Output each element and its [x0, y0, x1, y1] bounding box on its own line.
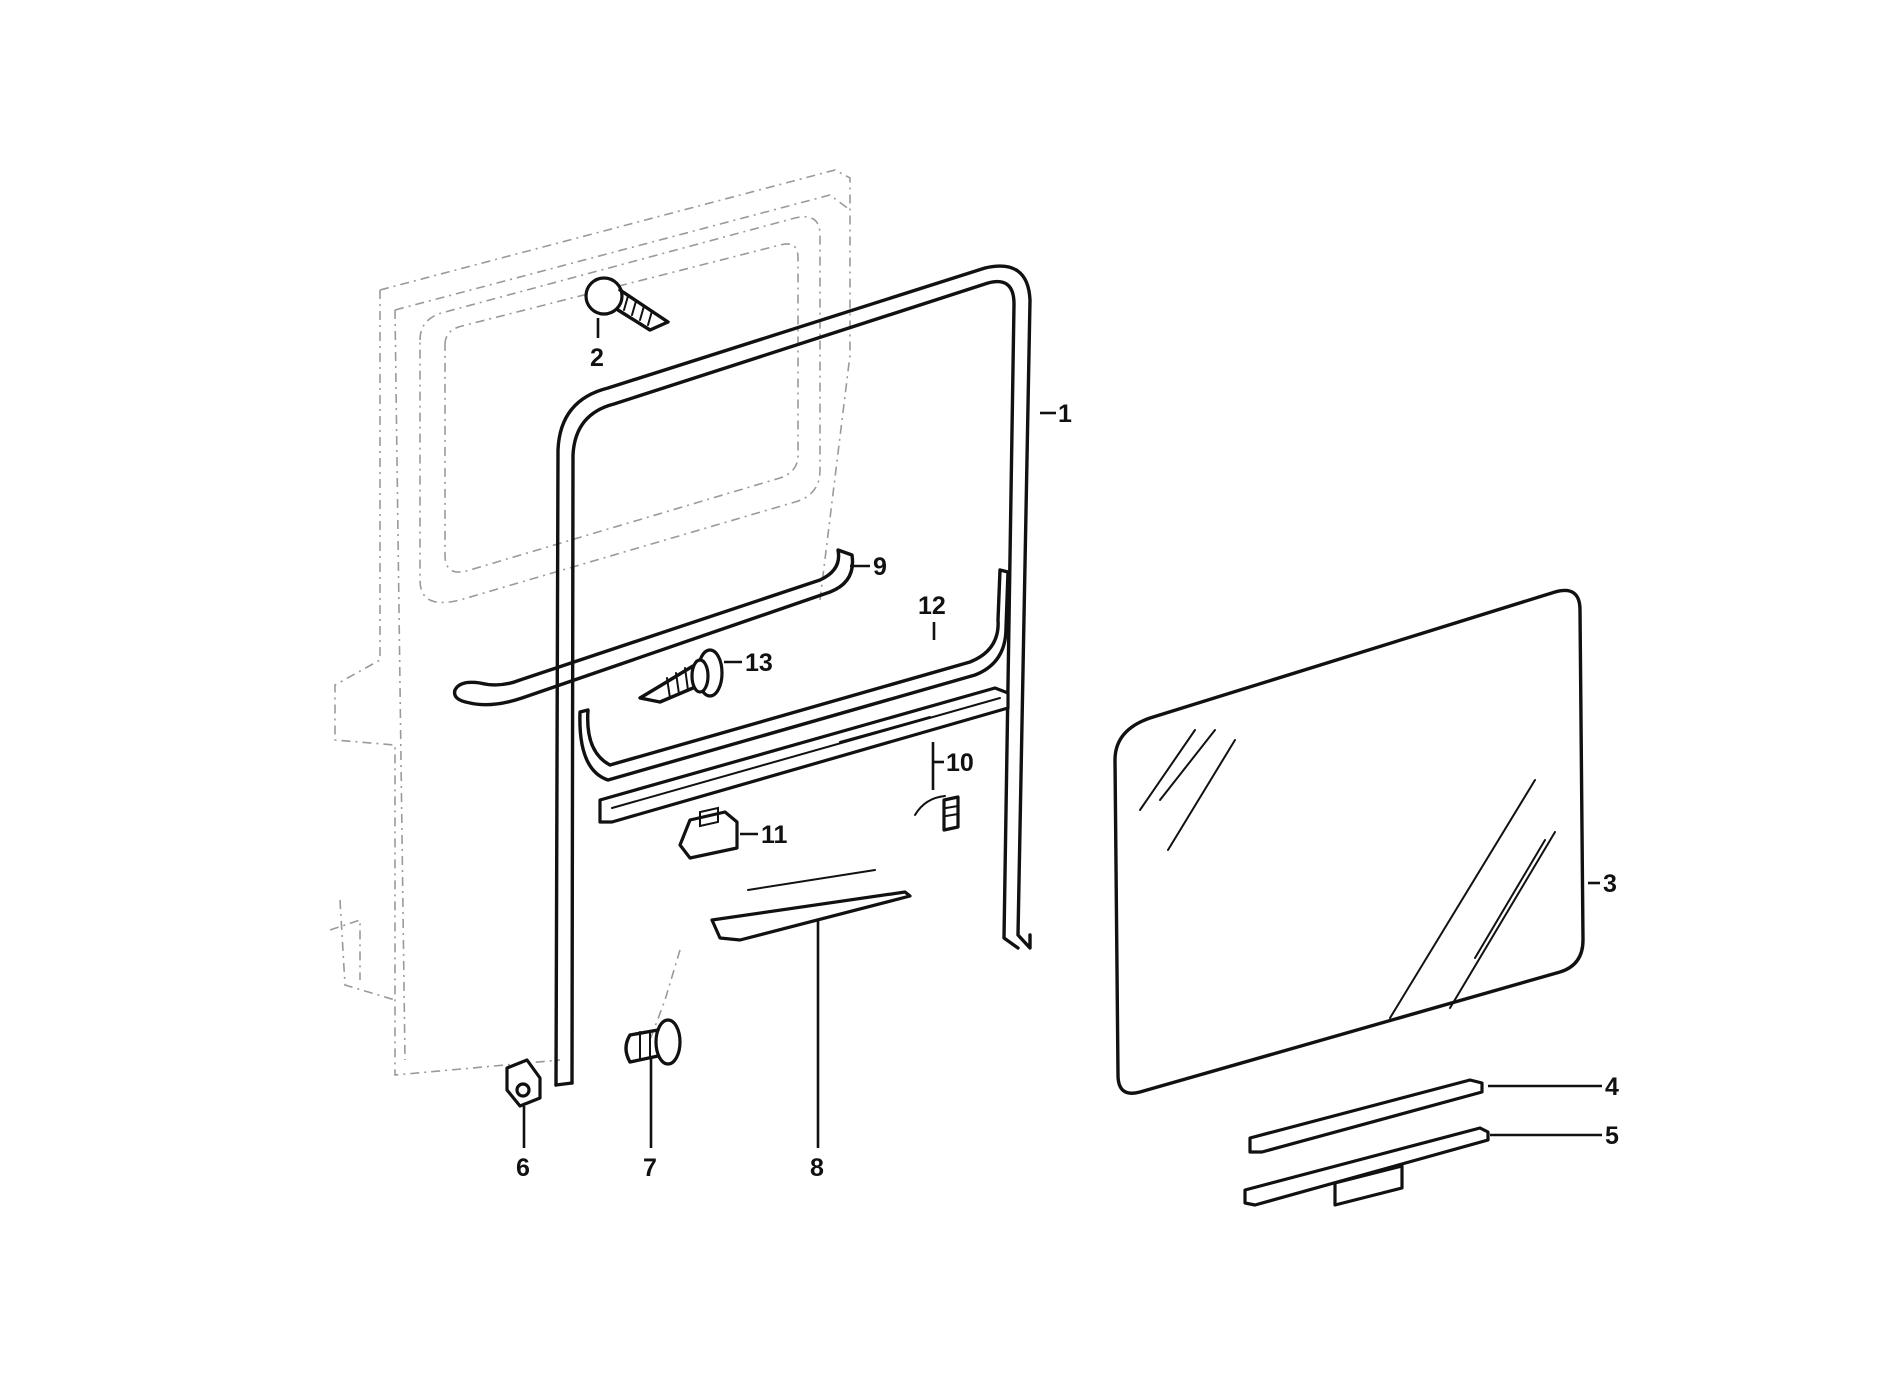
callout-13: 13: [745, 649, 773, 677]
callout-6: 6: [516, 1154, 530, 1182]
part-12-sill-moulding: [578, 568, 1010, 782]
part-4-glass-channel: [1248, 1078, 1484, 1154]
part-9-weatherstrip: [452, 548, 855, 707]
callout-labels: 1 2 3 4 5 6 7 8 9 10 11 12 13: [516, 344, 1619, 1182]
part-6-clip-nut: [505, 1058, 542, 1108]
callout-5: 5: [1605, 1122, 1619, 1150]
part-8-trim-strip: [710, 869, 912, 942]
door-outline-ghost: [329, 169, 851, 1076]
callout-7: 7: [643, 1154, 657, 1182]
part-1-window-channel-seal: [554, 264, 1032, 1087]
part-10-lower-rail: [598, 686, 1010, 824]
leader-lines: [522, 318, 1602, 1148]
part-3-glass-panel: [1113, 588, 1585, 1095]
part-2-screw: [584, 276, 670, 332]
part-5-glass-channel: [1243, 1126, 1490, 1207]
callout-10: 10: [946, 749, 974, 777]
callout-4: 4: [1605, 1073, 1619, 1101]
part-7-bolt: [624, 1018, 682, 1066]
callout-2: 2: [590, 344, 604, 372]
part-11-clip: [678, 806, 739, 860]
callout-9: 9: [873, 553, 887, 581]
callout-1: 1: [1058, 400, 1072, 428]
part-10-clip: [914, 795, 960, 832]
callout-12: 12: [918, 592, 946, 620]
callout-11: 11: [761, 821, 788, 849]
callout-3: 3: [1603, 870, 1617, 898]
callout-8: 8: [810, 1154, 824, 1182]
part-13-screw-washer: [638, 648, 724, 704]
